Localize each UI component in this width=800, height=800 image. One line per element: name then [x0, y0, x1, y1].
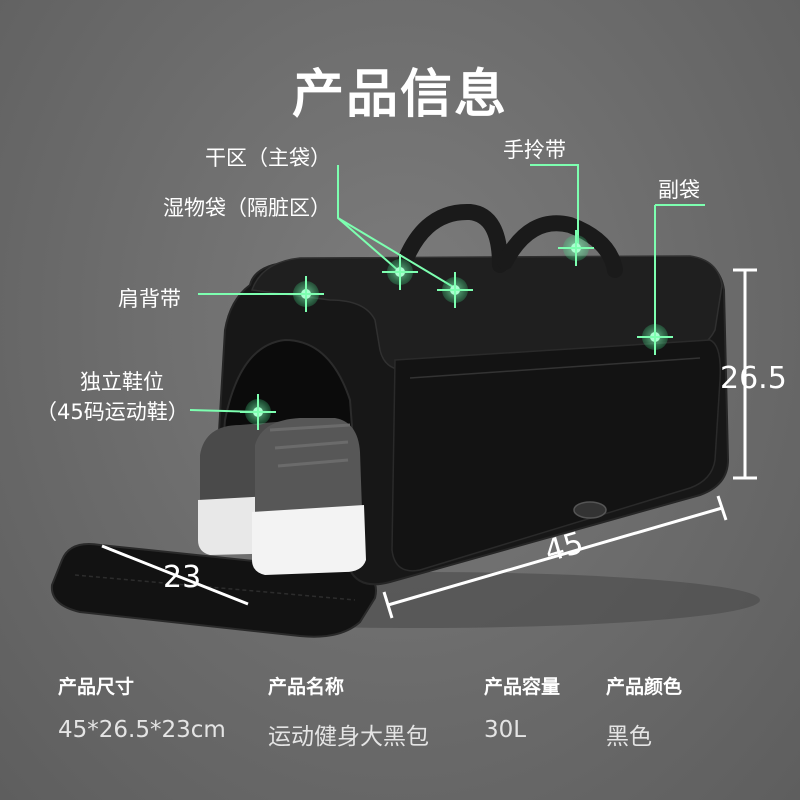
callout-shoe-compartment: 独立鞋位 [80, 370, 164, 394]
callout-side-pocket: 副袋 [658, 178, 700, 202]
spec-capacity-label: 产品容量 [484, 676, 561, 698]
handle-right [497, 215, 623, 278]
page-title: 产品信息 [291, 65, 508, 125]
spec-color-label: 产品颜色 [606, 676, 683, 698]
dimension-lines [101, 268, 757, 619]
spec-size-value: 45*26.5*23cm [58, 717, 226, 743]
callout-markers [240, 230, 673, 430]
spec-size: 产品尺寸 45*26.5*23cm [58, 672, 226, 743]
spec-capacity-value: 30L [484, 717, 527, 743]
dimension-width: 23 [163, 560, 202, 595]
spec-section: 产品尺寸 45*26.5*23cm 产品名称 运动健身大黑包 产品容量 30L … [0, 672, 800, 772]
spec-color: 产品颜色 黑色 [606, 672, 682, 751]
callout-lines [189, 164, 705, 413]
dimension-height: 26.5 [720, 361, 787, 396]
callout-shoe-size: （45码运动鞋） [36, 400, 189, 424]
callout-wet-bag: 湿物袋（隔脏区） [163, 196, 331, 220]
side-pocket-panel [391, 339, 722, 572]
spec-size-label: 产品尺寸 [58, 676, 135, 698]
spec-name-value: 运动健身大黑包 [268, 724, 429, 750]
spec-name-label: 产品名称 [268, 676, 345, 698]
spec-name: 产品名称 运动健身大黑包 [268, 672, 429, 751]
callout-shoulder-strap: 肩背带 [118, 287, 181, 311]
callout-handle: 手拎带 [503, 138, 566, 162]
spec-color-value: 黑色 [606, 724, 652, 750]
logo-badge [573, 501, 607, 519]
sneakers [198, 418, 366, 575]
handle-left [392, 203, 508, 283]
callout-dry-zone: 干区（主袋） [205, 146, 331, 170]
spec-capacity: 产品容量 30L [484, 672, 560, 743]
